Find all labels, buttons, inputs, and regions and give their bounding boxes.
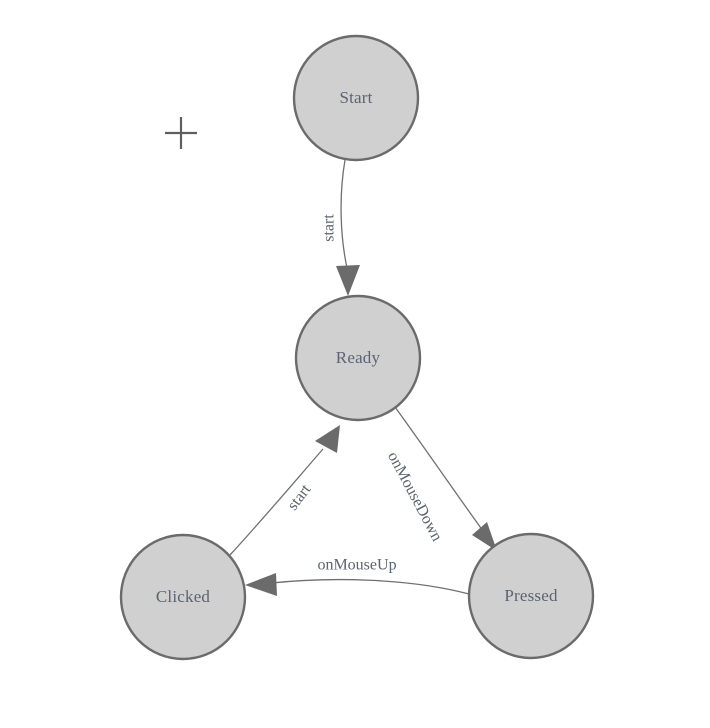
edge-clicked-to-ready[interactable]: start <box>229 425 340 556</box>
node-start-label: Start <box>339 88 372 107</box>
edge-pressed-to-clicked-label: onMouseUp <box>317 557 396 574</box>
node-start[interactable]: Start <box>292 34 420 162</box>
edge-ready-to-pressed-path[interactable] <box>394 406 484 532</box>
edge-start-to-ready-arrowhead <box>336 265 360 296</box>
edge-ready-to-pressed-label: onMouseDown <box>384 449 445 544</box>
edge-start-to-ready-path[interactable] <box>340 159 348 269</box>
edge-pressed-to-clicked-arrowhead <box>245 573 277 596</box>
crosshair-marker[interactable] <box>165 117 197 149</box>
node-clicked-circle[interactable] <box>119 533 247 661</box>
edge-clicked-to-ready-label: start <box>284 481 314 514</box>
edge-pressed-to-clicked-path[interactable] <box>271 578 470 595</box>
node-start-circle[interactable] <box>292 34 420 162</box>
edge-start-to-ready[interactable]: start <box>321 159 360 296</box>
node-pressed-circle[interactable] <box>467 532 595 660</box>
node-pressed-label: Pressed <box>504 586 558 605</box>
node-clicked-label: Clicked <box>156 587 211 606</box>
edge-ready-to-pressed-arrowhead <box>472 522 497 551</box>
edge-clicked-to-ready-path[interactable] <box>229 448 324 556</box>
node-ready-circle[interactable] <box>294 294 422 422</box>
node-ready[interactable]: Ready <box>294 294 422 422</box>
node-clicked[interactable]: Clicked <box>119 533 247 661</box>
edge-start-to-ready-label: start <box>321 214 338 242</box>
node-pressed[interactable]: Pressed <box>467 532 595 660</box>
edge-clicked-to-ready-arrowhead <box>315 425 340 453</box>
edge-ready-to-pressed[interactable]: onMouseDown <box>384 406 497 551</box>
edge-pressed-to-clicked[interactable]: onMouseUp <box>245 557 470 596</box>
nodes-layer: Start Ready Clicked Pressed <box>119 34 595 661</box>
node-ready-label: Ready <box>336 348 381 367</box>
